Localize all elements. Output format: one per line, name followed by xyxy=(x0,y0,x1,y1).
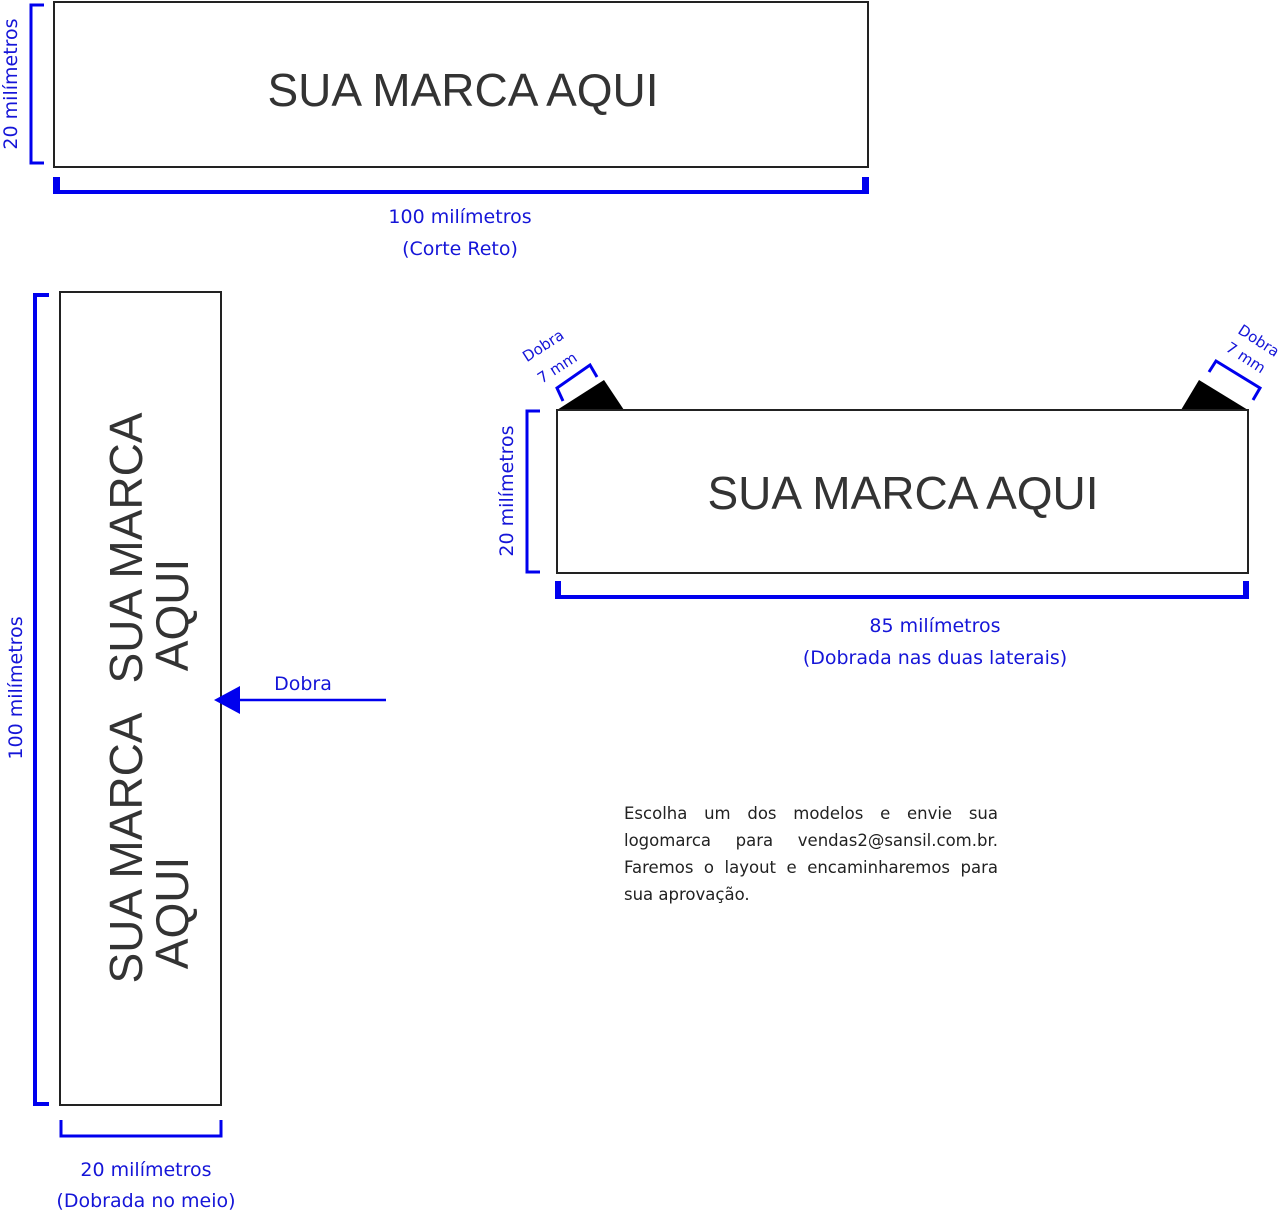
width-dimension-bracket xyxy=(54,178,868,194)
brand-text-lower-line1: SUA MARCA xyxy=(100,712,152,983)
width-label: 20 milímetros xyxy=(80,1159,211,1181)
width-dimension-bracket xyxy=(556,582,1248,599)
width-dimension-bracket xyxy=(59,1120,223,1138)
bracket-cap-right xyxy=(862,177,869,194)
fold-arrow-head-icon xyxy=(214,686,240,714)
height-label: 20 milímetros xyxy=(0,18,22,149)
fold-tab-right xyxy=(1181,380,1248,410)
brand-text: SUA MARCA AQUI xyxy=(267,64,658,116)
height-dimension-bracket xyxy=(525,409,540,574)
fold-arrow-label: Dobra xyxy=(274,673,332,695)
model-middle-fold: SUA MARCA AQUI SUA MARCA AQUI 100 milíme… xyxy=(5,291,386,1212)
bracket-cap-right xyxy=(1243,581,1249,599)
bracket-cap-left xyxy=(53,177,60,194)
height-label: 20 milímetros xyxy=(496,425,518,556)
brand-text-upper-line2: AQUI xyxy=(146,559,198,671)
fold-tab-left xyxy=(557,380,624,410)
fold-type-label: (Dobrada nas duas laterais) xyxy=(803,647,1067,669)
length-dimension-bracket xyxy=(33,293,49,1106)
brand-text: SUA MARCA AQUI xyxy=(707,467,1098,519)
instructions-note: Escolha um dos modelos e envie sua logom… xyxy=(624,804,998,904)
label-outline xyxy=(59,291,222,1106)
length-label: 100 milímetros xyxy=(5,616,27,759)
model-straight-cut: SUA MARCA AQUI 20 milímetros 100 milímet… xyxy=(0,1,869,260)
right-fold-dimension: Dobra 7 mm xyxy=(1207,321,1280,401)
left-fold-bracket xyxy=(555,362,599,402)
height-dimension-bracket xyxy=(29,3,44,165)
model-side-folds: SUA MARCA AQUI 20 milímetros 85 milímetr… xyxy=(496,321,1280,669)
brand-text-upper-line1: SUA MARCA xyxy=(100,412,152,683)
fold-type-label: (Dobrada no meio) xyxy=(56,1190,235,1212)
brand-text-lower-line2: AQUI xyxy=(146,857,198,969)
bracket-cap-left xyxy=(555,581,561,599)
label-outline xyxy=(53,1,869,168)
cut-type-label: (Corte Reto) xyxy=(402,238,518,260)
width-label: 100 milímetros xyxy=(388,206,531,228)
right-fold-bracket xyxy=(1207,358,1263,401)
fold-arrow: Dobra xyxy=(214,673,386,714)
left-fold-dimension: Dobra 7 mm xyxy=(519,326,599,402)
width-label: 85 milímetros xyxy=(869,615,1000,637)
label-outline xyxy=(556,409,1249,574)
